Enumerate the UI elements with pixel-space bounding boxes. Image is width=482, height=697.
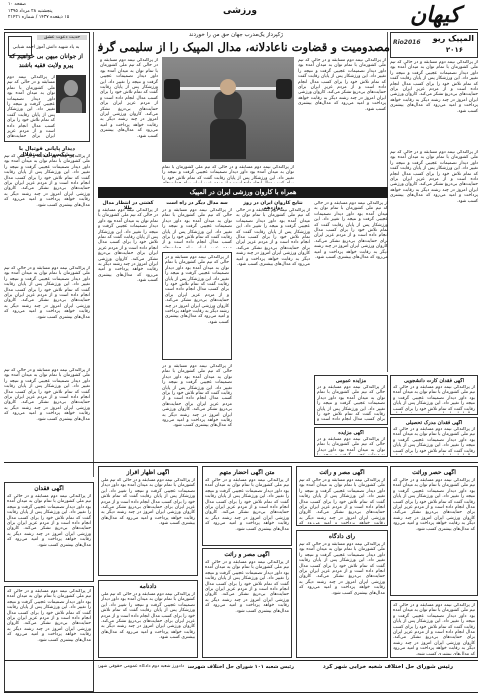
ad-box-4-title: آگهی مزایده xyxy=(338,430,364,436)
ad-bottom-1-title: آگهی اظهار افراز xyxy=(126,469,170,476)
ad-box-1-title: آگهی فقدان کارت دانشجویی xyxy=(404,378,464,384)
col2-boxed-item: از پراکندگی نیمه دوم مسابقه و در حالی که… xyxy=(162,252,232,360)
corner-box-line1: به یاد شهید دانش آموز احمد شبابی xyxy=(12,45,80,50)
ad-bottom-5-title: دادنامه xyxy=(139,583,157,590)
olympic-box: المپیک ریو ۲۰۱۶ Rio2016 xyxy=(390,32,478,58)
col4-text: از پراکندگی نیمه دوم مسابقه و در حالی که… xyxy=(314,201,388,261)
date-line: پنجشنبه ۲۸ مرداد ۱۳۹۵ ۱۵ ذیقعده ۱۴۳۷ / ش… xyxy=(8,9,98,21)
ad-box-3-title: مزایده عمومی xyxy=(335,378,367,384)
main-headline: مصدومیت و قضاوت ناعادلانه، مدال المپیک ر… xyxy=(98,40,390,54)
page-number: صفحه ۱۰ xyxy=(8,2,27,7)
ad-bottom-7-title: آگهی حصر وراثت xyxy=(412,469,456,476)
right-col-text-1: از پراکندگی نیمه دوم مسابقه و در حالی که… xyxy=(390,60,478,114)
ad-bottom-2: متن آگهی احضار متهم از پراکندگی نیمه دوم… xyxy=(202,466,292,546)
main-kicker: ژکپرداز یک‌مدرب جهان حق من را خوردند xyxy=(189,32,283,38)
mid-banner: همراه با کاروان ورزشی ایران در المپیک xyxy=(98,187,388,198)
corner-box-line3: پیرو ولایت فقیه باشند xyxy=(18,62,74,69)
ads-divider xyxy=(4,462,478,463)
signature-left: دادورز شعبه دوم دادگاه عمومی حقوقی شهرست… xyxy=(98,664,184,669)
ad-bottom-1: آگهی اظهار افراز از پراکندگی نیمه دوم مس… xyxy=(98,466,198,576)
ad-box-1: آگهی فقدان کارت دانشجویی از پراکندگی نیم… xyxy=(390,375,478,415)
date-persian: پنجشنبه ۲۸ مرداد ۱۳۹۵ xyxy=(8,9,53,14)
weightlifter-photo xyxy=(162,57,294,162)
ad-box-4: آگهی مزایده از پراکندگی نیمه دوم مسابقه … xyxy=(314,427,388,457)
signature-right: رئیس شورای حل اختلاف شعبه خرابی شهر کرد xyxy=(322,664,454,670)
corner-box-tag: حدیث دعوت عشق xyxy=(37,35,87,40)
olympic-box-title: المپیک ریو xyxy=(432,34,474,43)
masthead-rule xyxy=(4,29,478,30)
main-text-left: از پراکندگی نیمه دوم مسابقه و در حالی که… xyxy=(100,58,158,139)
corner-box-line2: از جوانان میهن بی خواهیم که xyxy=(9,53,83,60)
col1-heading: کشتی در انتظار مدال طلا xyxy=(102,201,154,211)
left-col-text-1: از پراکندگی نیمه دوم مسابقه و در حالی که… xyxy=(4,154,90,208)
ad-bottom-4: آگهی مصر و راثت از پراکندگی نیمه دوم مسا… xyxy=(296,466,388,526)
ad-box-2-title: آگهی فقدان مدرک تحصیلی xyxy=(405,420,463,426)
ad-bottom-7: آگهی حصر وراثت از پراکندگی نیمه دوم مساب… xyxy=(390,466,478,596)
masthead-logo: کیهان xyxy=(409,2,461,28)
corner-emblem-icon xyxy=(8,36,32,56)
ad-box-3: مزایده عمومی از پراکندگی نیمه دوم مسابقه… xyxy=(314,375,388,425)
ad-bottom-6: آگهی فقدان از پراکندگی نیمه دوم مسابقه و… xyxy=(4,482,94,582)
main-text-right: از پراکندگی نیمه دوم مسابقه و در حالی که… xyxy=(298,58,386,112)
col2-heading: سه مدال دیگر در راه است xyxy=(166,201,228,206)
col1-text: از پراکندگی نیمه دوم مسابقه و در حالی که… xyxy=(98,208,158,284)
col2-boxed-text: از پراکندگی نیمه دوم مسابقه و در حالی که… xyxy=(165,255,229,325)
ad-bottom-5: دادنامه از پراکندگی نیمه دوم مسابقه و در… xyxy=(98,580,198,658)
ad-bottom-left-tall: از پراکندگی نیمه دوم مسابقه و در حالی که… xyxy=(4,586,94,692)
ad-bottom-3: آگهی مصر و راثت از پراکندگی نیمه دوم مسا… xyxy=(202,548,292,658)
corner-box-text: از پراکندگی نیمه دوم مسابقه و در حالی که… xyxy=(7,75,55,139)
ad-bottom-4-title: آگهی مصر و راثت xyxy=(319,469,365,476)
left-col-text-2: از پراکندگی نیمه دوم مسابقه و در حالی که… xyxy=(4,266,90,320)
ad-box-2: آگهی فقدان مدرک تحصیلی از پراکندگی نیمه … xyxy=(390,417,478,457)
ad-bottom-right-tall: از پراکندگی نیمه دوم مسابقه و در حالی که… xyxy=(390,600,478,658)
martyr-photo xyxy=(56,75,86,113)
main-text-under-photo: از پراکندگی نیمه دوم مسابقه و در حالی که… xyxy=(162,165,294,183)
col2-text-lower: از پراکندگی نیمه دوم مسابقه و در حالی که… xyxy=(162,364,232,429)
left-col-text-3: از پراکندگی نیمه دوم مسابقه و در حالی که… xyxy=(4,368,90,422)
ad-bottom-8: رای دادگاه از پراکندگی نیمه دوم مسابقه و… xyxy=(296,530,388,658)
ad-bottom-2-title: متن آگهی احضار متهم xyxy=(219,469,275,476)
ad-bottom-6-title: آگهی فقدان xyxy=(34,485,64,492)
corner-quote-box: حدیث دعوت عشق به یاد شهید دانش آموز احمد… xyxy=(4,32,90,142)
col2-text: از پراکندگی نیمه دوم مسابقه و در حالی که… xyxy=(162,208,232,248)
signature-middle: رئیس شعبه ۱۰۱ شورای حل اختلاف شهرستان اه… xyxy=(188,664,294,670)
date-hijri: ۱۵ ذیقعده ۱۴۳۷ xyxy=(38,15,70,20)
col3-text: از پراکندگی نیمه دوم مسابقه و در حالی که… xyxy=(236,208,310,268)
left-col-heading: دیدار پایانی فوتبال با پیشکسوتان استقلال xyxy=(19,146,75,158)
ad-bottom-3-title: آگهی مصر و راثت xyxy=(224,551,270,558)
right-col-text-2: از پراکندگی نیمه دوم مسابقه و در حالی که… xyxy=(390,150,478,204)
ad-bottom-8-title: رای دادگاه xyxy=(328,533,356,540)
olympic-box-year: ۲۰۱۶ xyxy=(445,46,463,54)
issue-number: شماره ۲۱۴۲۱ xyxy=(8,15,35,20)
section-title: ورزشی xyxy=(223,6,257,16)
col3-heading: نتایج کاروان ایران در روز دوازدهم xyxy=(243,201,303,211)
rio-logo-icon: Rio2016 xyxy=(393,39,421,46)
